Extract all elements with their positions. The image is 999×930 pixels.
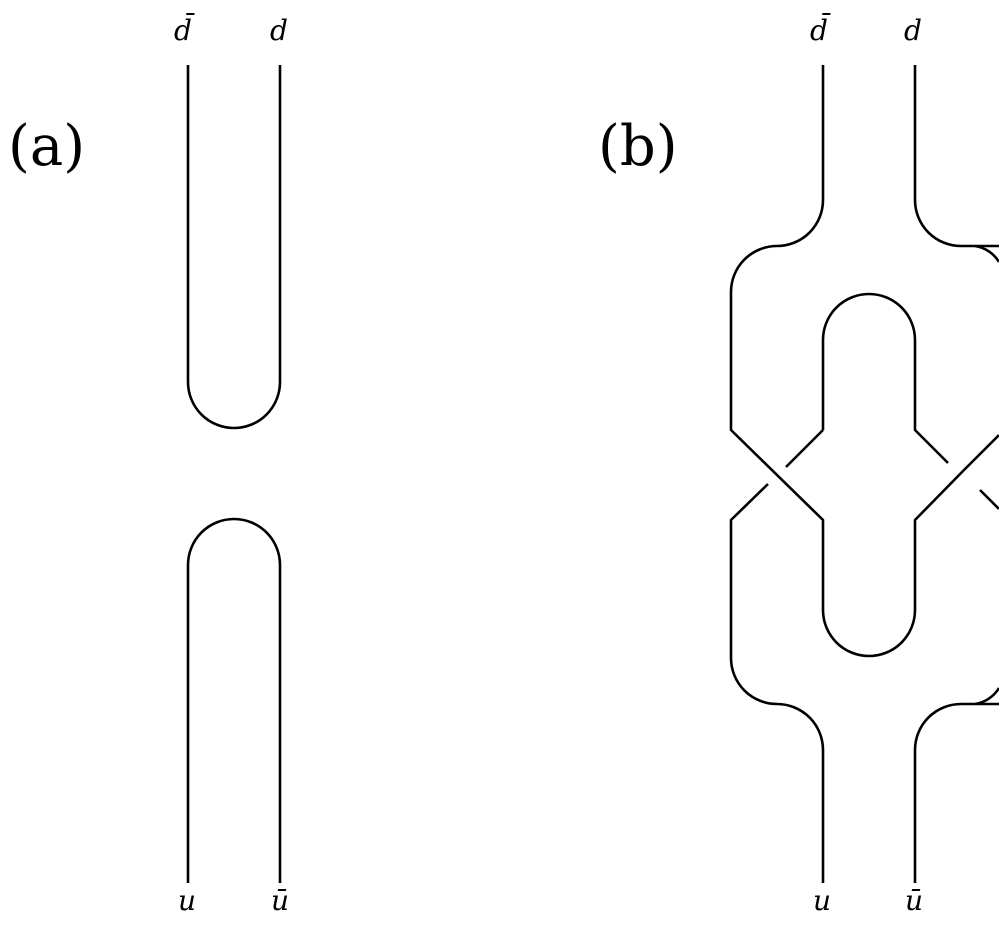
panel-b-left-crossing-lower xyxy=(729,483,825,883)
panel-b-right-outer-strand-bottom xyxy=(913,702,999,883)
panel-a-top-right-label: d xyxy=(270,14,288,47)
panel-b-right-outer-strand-top xyxy=(913,65,999,248)
panel-a-bottom-right-label: ū xyxy=(271,884,289,917)
panel-b-top-right-label: d xyxy=(904,14,922,47)
panel-b-right-crossing-upper xyxy=(963,434,999,471)
panel-b-right-edge-arc-top xyxy=(974,244,999,263)
panel-b-inner-loop xyxy=(821,292,949,464)
panel-b-left-outer-strand xyxy=(729,65,965,658)
panel-a-lower-quark-line xyxy=(186,517,282,883)
panel-b-left-crossing-upper xyxy=(785,429,824,468)
panel-b-top-left-label: d̄ xyxy=(810,12,832,47)
panel-a-upper-quark-line xyxy=(186,65,282,430)
panel-a-top-left-label: d̄ xyxy=(174,12,196,47)
panel-b: (b) d̄ d u ū xyxy=(598,12,999,917)
panel-a-label: (a) xyxy=(8,114,85,179)
panel-b-bottom-left-label: u xyxy=(813,884,831,917)
panel-b-label: (b) xyxy=(598,114,678,179)
panel-b-right-edge-arc-bottom xyxy=(974,687,999,706)
panel-b-right-crossing-lower xyxy=(979,489,999,510)
panel-a-bottom-left-label: u xyxy=(178,884,196,917)
panel-b-bottom-right-label: ū xyxy=(905,884,923,917)
panel-a: (a) d̄ d u ū xyxy=(8,12,289,917)
